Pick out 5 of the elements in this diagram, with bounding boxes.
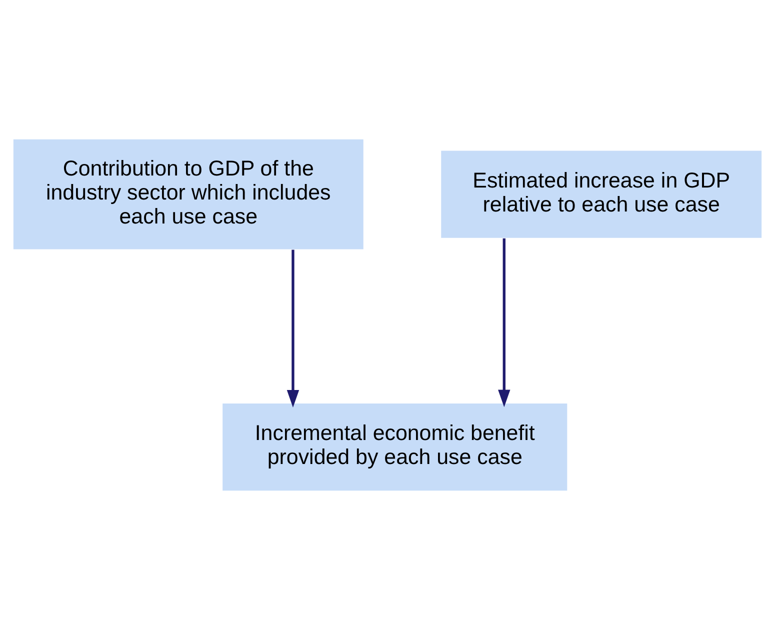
arrow xyxy=(286,250,300,408)
arrow xyxy=(498,238,510,408)
node-box: Incremental economic benefit provided by each use case xyxy=(222,404,568,491)
node-box: Contribution to GDP of the industry sector which includes each use case xyxy=(13,139,364,250)
node-box: Estimated increase in GDP relative to each use case xyxy=(441,150,762,238)
